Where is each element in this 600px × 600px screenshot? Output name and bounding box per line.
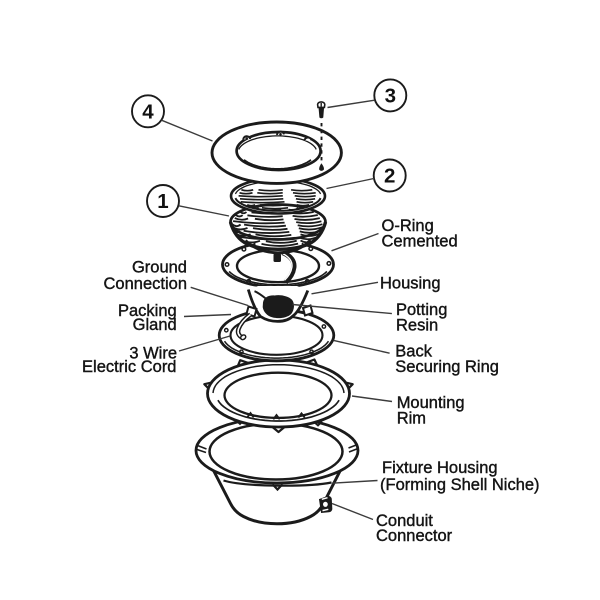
svg-text:Housing: Housing [380, 275, 441, 293]
svg-text:3 Wire: 3 Wire [129, 344, 177, 362]
svg-text:Conduit: Conduit [376, 512, 433, 530]
svg-text:O-Ring: O-Ring [382, 217, 434, 235]
svg-text:3: 3 [385, 84, 396, 107]
svg-text:(Forming Shell Niche): (Forming Shell Niche) [380, 476, 540, 494]
svg-text:Cemented: Cemented [382, 232, 458, 250]
svg-text:Gland: Gland [133, 316, 177, 334]
svg-text:Back: Back [395, 343, 432, 361]
svg-text:Fixture Housing: Fixture Housing [382, 459, 498, 477]
svg-text:Securing Ring: Securing Ring [395, 358, 499, 376]
svg-text:1: 1 [157, 190, 168, 213]
svg-text:Resin: Resin [396, 317, 438, 335]
svg-text:Potting: Potting [396, 301, 447, 319]
svg-text:4: 4 [142, 100, 154, 123]
svg-text:Rim: Rim [397, 409, 426, 427]
svg-text:Ground: Ground [132, 259, 187, 277]
svg-text:Packing: Packing [118, 302, 177, 320]
svg-text:2: 2 [384, 165, 395, 188]
svg-text:Connector: Connector [376, 527, 453, 545]
svg-text:Mounting: Mounting [397, 394, 465, 412]
svg-text:Electric Cord: Electric Cord [82, 358, 176, 376]
svg-text:Connection: Connection [104, 275, 187, 293]
